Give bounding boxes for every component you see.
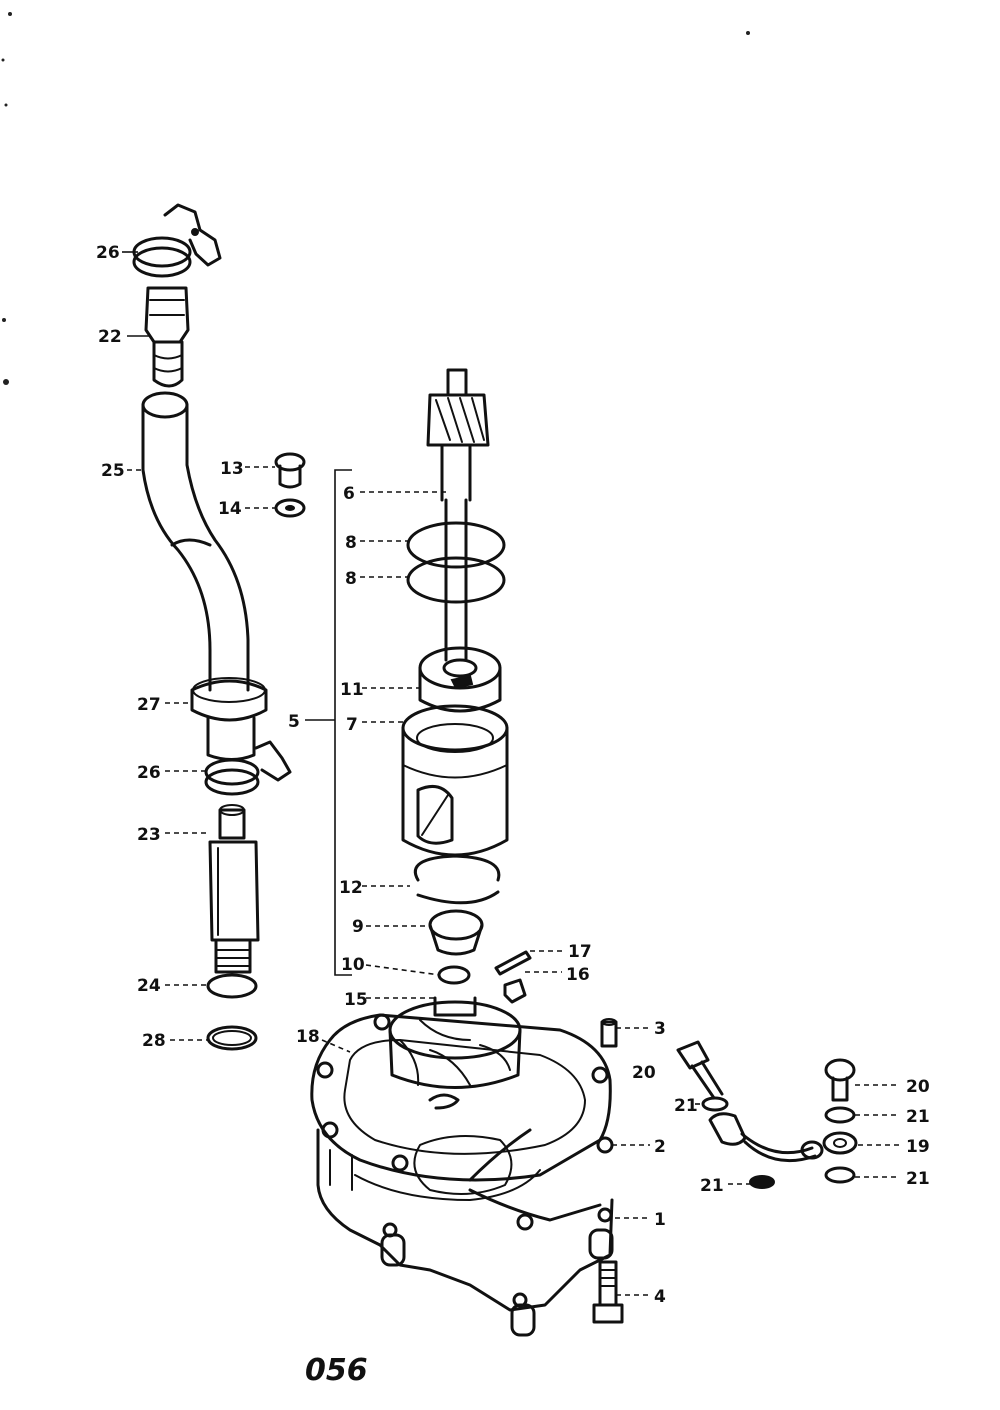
callout-11: 11 bbox=[340, 680, 364, 700]
washer-21-b bbox=[824, 1106, 856, 1124]
callout-2: 2 bbox=[654, 1137, 666, 1157]
bolt-20-right bbox=[824, 1058, 856, 1102]
callout-21-c: 21 bbox=[700, 1176, 724, 1196]
page-number: 056 bbox=[305, 1353, 368, 1388]
scan-specks bbox=[1, 12, 750, 385]
leader-lines bbox=[122, 251, 900, 1296]
circlip-12 bbox=[413, 854, 501, 905]
callout-1: 1 bbox=[654, 1210, 666, 1230]
callout-3: 3 bbox=[654, 1019, 666, 1039]
callout-labels: 26 22 25 13 14 6 8 8 11 5 7 27 26 23 12 … bbox=[96, 243, 930, 1307]
washer-10 bbox=[437, 965, 471, 985]
o-ring-8-lower bbox=[406, 556, 506, 604]
nipple-gasket bbox=[206, 973, 258, 999]
impeller-15 bbox=[388, 996, 522, 1110]
seal-9 bbox=[428, 909, 484, 956]
washer-21-a bbox=[701, 1096, 729, 1112]
callout-20-left: 20 bbox=[632, 1063, 656, 1083]
callout-28: 28 bbox=[142, 1031, 166, 1051]
callout-8-lower: 8 bbox=[345, 569, 357, 589]
callout-16: 16 bbox=[566, 965, 590, 985]
callout-26-lower: 26 bbox=[137, 763, 161, 783]
o-ring-8-upper bbox=[406, 521, 506, 569]
hose-clamp-lower bbox=[204, 740, 292, 796]
pump-case-7 bbox=[401, 704, 509, 857]
callout-25: 25 bbox=[101, 461, 125, 481]
callout-13: 13 bbox=[220, 459, 244, 479]
callout-22: 22 bbox=[98, 327, 122, 347]
hose-clamp-top bbox=[132, 203, 222, 278]
callout-7: 7 bbox=[346, 715, 358, 735]
callout-17: 17 bbox=[568, 942, 592, 962]
drive-shaft bbox=[426, 368, 490, 662]
callout-9: 9 bbox=[352, 917, 364, 937]
union-fitting bbox=[708, 1112, 824, 1163]
callout-23: 23 bbox=[137, 825, 161, 845]
o-ring-28 bbox=[206, 1025, 258, 1051]
key-16 bbox=[503, 978, 527, 1004]
bearing-11 bbox=[418, 646, 502, 713]
washer-14 bbox=[274, 498, 306, 518]
callout-5: 5 bbox=[288, 712, 300, 732]
bolt-20-left bbox=[676, 1040, 724, 1100]
callout-26-top: 26 bbox=[96, 243, 120, 263]
callout-20-right: 20 bbox=[906, 1077, 930, 1097]
callout-27: 27 bbox=[137, 695, 161, 715]
callout-15: 15 bbox=[344, 990, 368, 1010]
gasket-18 bbox=[310, 1013, 614, 1231]
banjo-19 bbox=[822, 1131, 858, 1155]
washer-21-d bbox=[824, 1166, 856, 1184]
callout-6: 6 bbox=[343, 484, 355, 504]
hose-fitting bbox=[144, 286, 190, 388]
group-bracket-5 bbox=[305, 469, 352, 976]
callout-19: 19 bbox=[906, 1137, 930, 1157]
callout-21-b: 21 bbox=[906, 1107, 930, 1127]
bolt-13 bbox=[274, 452, 306, 489]
callout-24: 24 bbox=[137, 976, 161, 996]
hose-pipe bbox=[141, 391, 250, 692]
pin-17 bbox=[494, 950, 532, 976]
callout-21-a: 21 bbox=[674, 1096, 698, 1116]
callout-21-d: 21 bbox=[906, 1169, 930, 1189]
bolt-4 bbox=[592, 1260, 624, 1324]
washer-21-c bbox=[749, 1175, 775, 1189]
callout-8-upper: 8 bbox=[345, 533, 357, 553]
callout-18: 18 bbox=[296, 1027, 320, 1047]
callout-10: 10 bbox=[341, 955, 365, 975]
callout-14: 14 bbox=[218, 499, 242, 519]
dowel-pin-3 bbox=[600, 1018, 618, 1048]
hose-nipple bbox=[208, 804, 260, 974]
pump-housing-1 bbox=[316, 1128, 614, 1337]
callout-4: 4 bbox=[654, 1287, 666, 1307]
callout-12: 12 bbox=[339, 878, 363, 898]
